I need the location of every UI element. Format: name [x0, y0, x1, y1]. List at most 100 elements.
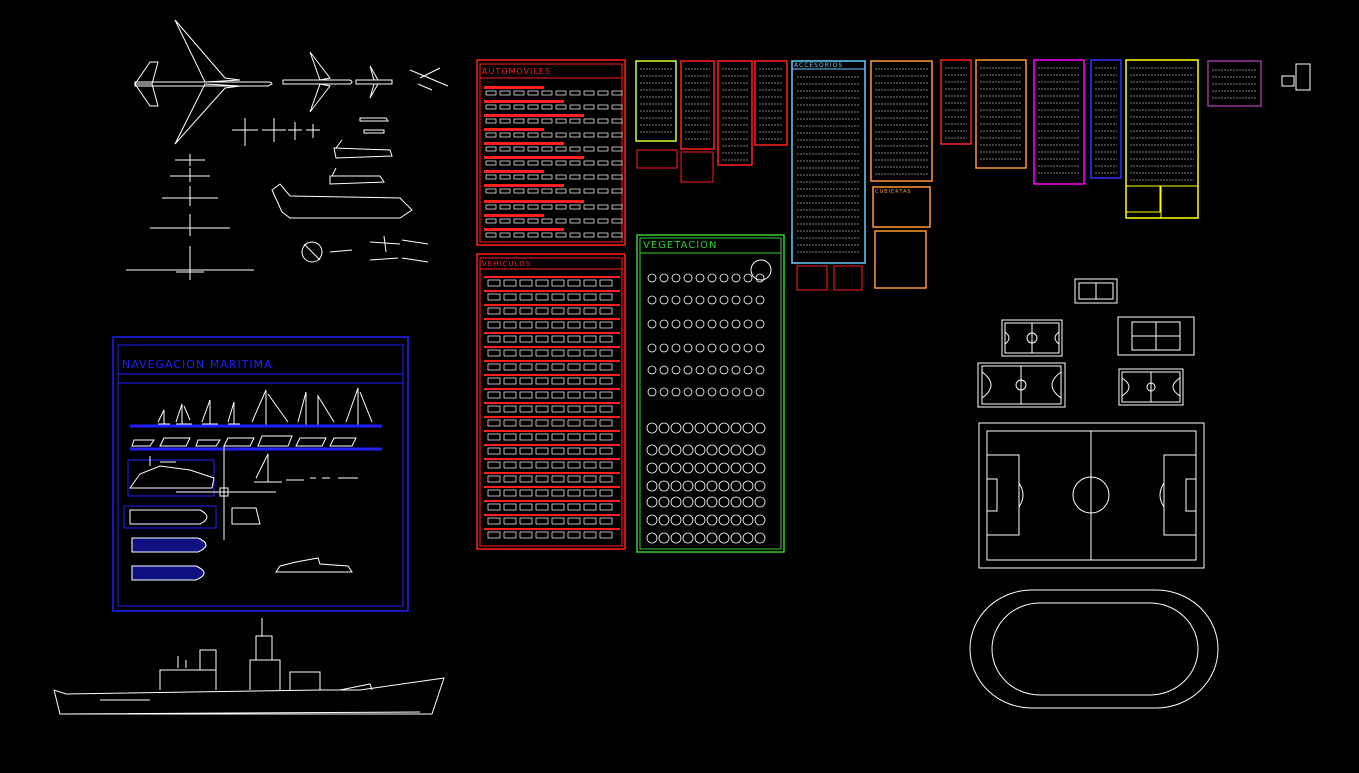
- tree-symbol: [706, 532, 718, 544]
- tree-symbol: [683, 343, 693, 353]
- car-symbol: [555, 132, 567, 138]
- tree-symbol: [682, 480, 694, 492]
- small-ship-side-view: [275, 557, 353, 573]
- tree-symbol: [670, 514, 682, 526]
- car-symbol: [555, 204, 567, 210]
- tree-symbol: [694, 422, 706, 434]
- car-symbol: [611, 118, 623, 124]
- vehiculos-panel[interactable]: VEHICULOS: [476, 253, 626, 550]
- tree-symbol: [695, 365, 705, 375]
- tree-symbol: [682, 514, 694, 526]
- tree-symbol: [694, 480, 706, 492]
- maritima-title: NAVEGACION MARITIMA: [122, 358, 273, 371]
- block-red-small-3: [796, 265, 828, 291]
- vehicle-symbol: [599, 307, 613, 315]
- tree-symbol: [719, 365, 729, 375]
- vehicle-symbol: [551, 489, 565, 497]
- tree-symbol: [659, 295, 669, 305]
- vehicle-symbol: [487, 307, 501, 315]
- vegetacion-panel[interactable]: VEGETACION: [636, 234, 785, 553]
- tree-symbol: [719, 273, 729, 283]
- yacht-plan-view: [123, 505, 261, 529]
- automoviles-inner-frame: [479, 63, 623, 243]
- car-symbol: [555, 118, 567, 124]
- car-symbol: [597, 146, 609, 152]
- vehicle-symbol: [599, 475, 613, 483]
- tree-symbol: [647, 319, 657, 329]
- vehicle-row-bar: [484, 346, 620, 348]
- tree-symbol: [694, 444, 706, 456]
- block-lime-frame: [635, 60, 677, 142]
- vehicle-symbol: [519, 377, 533, 385]
- tree-symbol: [647, 273, 657, 283]
- warship-side-view[interactable]: [53, 618, 445, 715]
- maritima-panel[interactable]: NAVEGACION MARITIMA: [112, 336, 409, 612]
- vehicle-symbol: [487, 461, 501, 469]
- block-yellow-sub-2: [1160, 185, 1199, 219]
- vehicle-symbol: [599, 363, 613, 371]
- tree-symbol: [658, 444, 670, 456]
- vehicle-row-bar: [484, 486, 620, 488]
- tree-symbol: [695, 273, 705, 283]
- car-symbol: [485, 132, 497, 138]
- sports-courts-group[interactable]: [969, 278, 1219, 709]
- tree-elevation-large: [750, 259, 772, 281]
- car-symbol: [541, 232, 553, 238]
- block-contents-details: [640, 67, 1257, 253]
- car-symbol: [527, 104, 539, 110]
- vehicle-symbol: [487, 433, 501, 441]
- airliner-plan-view: [134, 19, 273, 145]
- tree-symbol: [755, 365, 765, 375]
- tree-symbol: [659, 387, 669, 397]
- vehicle-symbol: [567, 307, 581, 315]
- car-symbol: [555, 174, 567, 180]
- car-symbol: [569, 132, 581, 138]
- vehicle-symbol: [567, 377, 581, 385]
- car-symbol: [569, 146, 581, 152]
- vehicle-symbol: [567, 321, 581, 329]
- accesorios-frame: [791, 60, 866, 264]
- vehicle-symbol: [503, 391, 517, 399]
- vehicle-symbol: [567, 531, 581, 539]
- tree-symbol: [718, 514, 730, 526]
- vehicle-symbol: [551, 391, 565, 399]
- car-symbol: [611, 146, 623, 152]
- vehicle-symbol: [487, 489, 501, 497]
- aircraft-block-group[interactable]: [126, 19, 449, 280]
- vehicle-symbol: [583, 307, 597, 315]
- motorboats-row: [131, 435, 357, 447]
- tree-symbol: [755, 295, 765, 305]
- library-blocks-top-row[interactable]: ACCESORIOS CUBIERTAS: [635, 59, 1311, 291]
- tree-symbol: [743, 273, 753, 283]
- block-yellow-sub-1: [1125, 185, 1161, 213]
- tree-symbol: [683, 273, 693, 283]
- vehicle-symbol: [551, 279, 565, 287]
- tree-symbol: [755, 319, 765, 329]
- vehicle-symbol: [535, 489, 549, 497]
- car-symbol: [513, 204, 525, 210]
- vehicle-symbol: [567, 293, 581, 301]
- auto-row-label-bar: [484, 228, 564, 231]
- tree-symbol: [670, 462, 682, 474]
- tree-symbol: [646, 444, 658, 456]
- boat-plan-views: [131, 537, 207, 581]
- car-symbol: [583, 188, 595, 194]
- tree-symbol: [730, 480, 742, 492]
- tree-symbol: [694, 496, 706, 508]
- tree-symbol: [755, 387, 765, 397]
- vehicle-symbol: [519, 447, 533, 455]
- vehicle-symbol: [503, 433, 517, 441]
- car-symbol: [583, 146, 595, 152]
- tree-symbol: [647, 387, 657, 397]
- vehiculos-frame: [476, 253, 626, 550]
- block-red-4-frame: [940, 59, 972, 145]
- tree-symbol: [730, 514, 742, 526]
- car-symbol: [611, 204, 623, 210]
- car-symbol: [597, 232, 609, 238]
- tree-symbol: [682, 496, 694, 508]
- vehicle-symbol: [583, 405, 597, 413]
- automoviles-panel[interactable]: AUTOMOVILES: [476, 59, 626, 246]
- tree-symbol: [658, 496, 670, 508]
- vehicle-symbol: [599, 517, 613, 525]
